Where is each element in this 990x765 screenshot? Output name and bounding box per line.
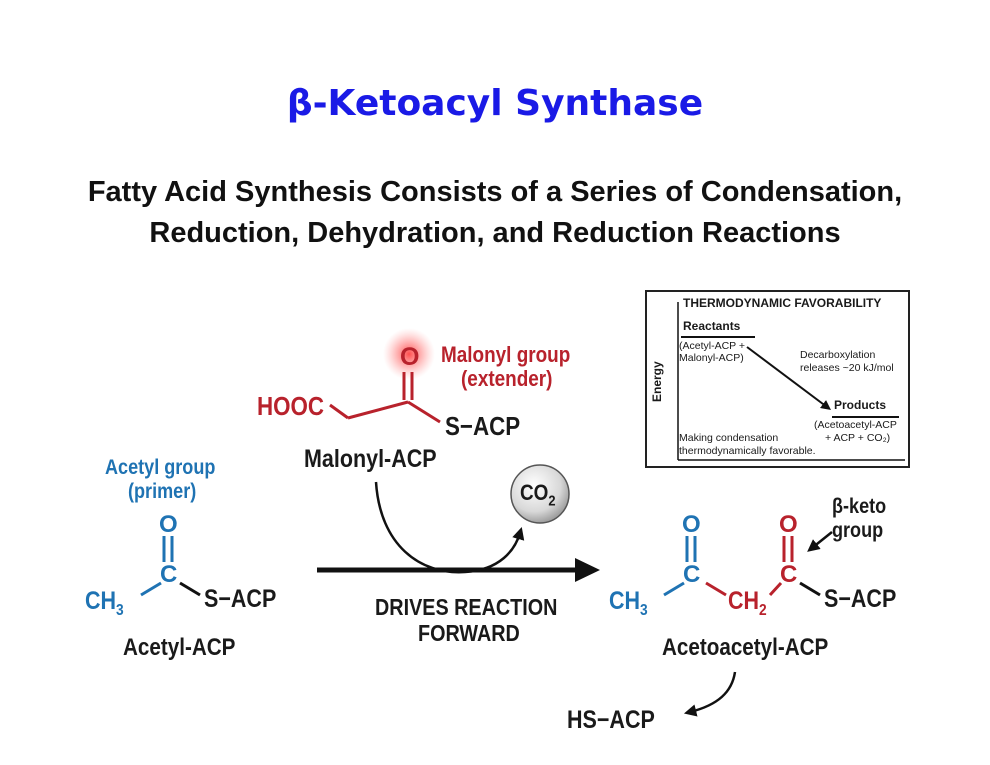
reaction-diagram: O Malonyl group (extender) HOOC S−ACP Ma… (0, 287, 990, 765)
acetoacetyl-oxygen-2: O (779, 511, 798, 538)
inset-title: THERMODYNAMIC FAVORABILITY (683, 296, 882, 310)
acetyl-s-bond (179, 581, 201, 597)
inset-note-2: thermodynamically favorable. (679, 445, 816, 457)
inset-decarb-2: releases ~20 kJ/mol (800, 362, 894, 374)
acetoacetyl-red-bonds (705, 536, 794, 597)
acetoacetyl-ch3: CH3 (609, 587, 648, 619)
page-subtitle: Fatty Acid Synthesis Consists of a Serie… (87, 176, 903, 249)
beta-keto-pointer (807, 531, 833, 552)
acetoacetyl-s-bond (799, 581, 821, 597)
malonyl-bonds (329, 372, 441, 424)
acetoacetyl-carbon-2: C (780, 561, 798, 588)
inset-y-axis-label: Energy (650, 361, 664, 402)
inset-decarb-1: Decarboxylation (800, 349, 876, 361)
co2-sphere (510, 464, 570, 524)
main-arrow-head (575, 558, 600, 582)
acetoacetyl-blue-bonds (663, 536, 697, 597)
malonyl-annotation-1: Malonyl group (441, 342, 571, 367)
co2-release-arrow (374, 481, 525, 574)
reaction-caption-1: DRIVES REACTION (375, 594, 558, 620)
acetoacetyl-ch2: CH2 (728, 587, 767, 619)
acetyl-bonds (140, 536, 174, 597)
acetyl-annotation-2: (primer) (128, 480, 197, 503)
acetyl-oxygen: O (159, 511, 178, 538)
inset-products-detail-1: (Acetoacetyl-ACP (814, 419, 897, 431)
acetoacetyl-acp-label: Acetoacetyl-ACP (662, 634, 829, 661)
inset-products: Products (834, 398, 887, 412)
diagram-bonds (140, 328, 833, 717)
malonyl-hooc: HOOC (257, 391, 325, 421)
reaction-caption-2: FORWARD (418, 620, 520, 646)
thermodynamic-inset: THERMODYNAMIC FAVORABILITY Energy Reacta… (645, 290, 910, 468)
inset-reactants-detail-1: (Acetyl-ACP + (679, 340, 746, 352)
inset-note-1: Making condensation (679, 432, 779, 444)
acetyl-s-acp: S−ACP (204, 585, 277, 613)
hs-acp-arrow (683, 671, 737, 717)
acetyl-annotation-1: Acetyl group (105, 456, 216, 479)
malonyl-acp-label: Malonyl-ACP (304, 445, 437, 473)
acetyl-carbon: C (160, 561, 178, 588)
beta-keto-annotation-2: group (832, 519, 884, 542)
inset-reactants-detail-2: Malonyl-ACP) (679, 352, 744, 364)
malonyl-oxygen: O (400, 343, 420, 371)
acetoacetyl-s-acp: S−ACP (824, 585, 897, 613)
inset-products-detail-2: + ACP + CO₂) (825, 432, 891, 444)
acetyl-acp-label: Acetyl-ACP (123, 634, 236, 661)
hs-acp-label: HS−ACP (567, 706, 655, 734)
acetyl-ch3: CH3 (85, 587, 124, 619)
page-title: β-Ketoacyl Synthase (286, 83, 704, 124)
inset-reactants: Reactants (683, 319, 741, 333)
acetoacetyl-carbon-1: C (683, 561, 701, 588)
malonyl-annotation-2: (extender) (461, 366, 553, 391)
malonyl-s-acp: S−ACP (445, 411, 521, 441)
beta-keto-annotation-1: β-keto (832, 495, 887, 518)
oxygen-glow (383, 328, 435, 380)
inset-energy-diagram (677, 302, 905, 461)
co2-label: CO2 (520, 480, 556, 510)
acetoacetyl-oxygen-1: O (682, 511, 701, 538)
